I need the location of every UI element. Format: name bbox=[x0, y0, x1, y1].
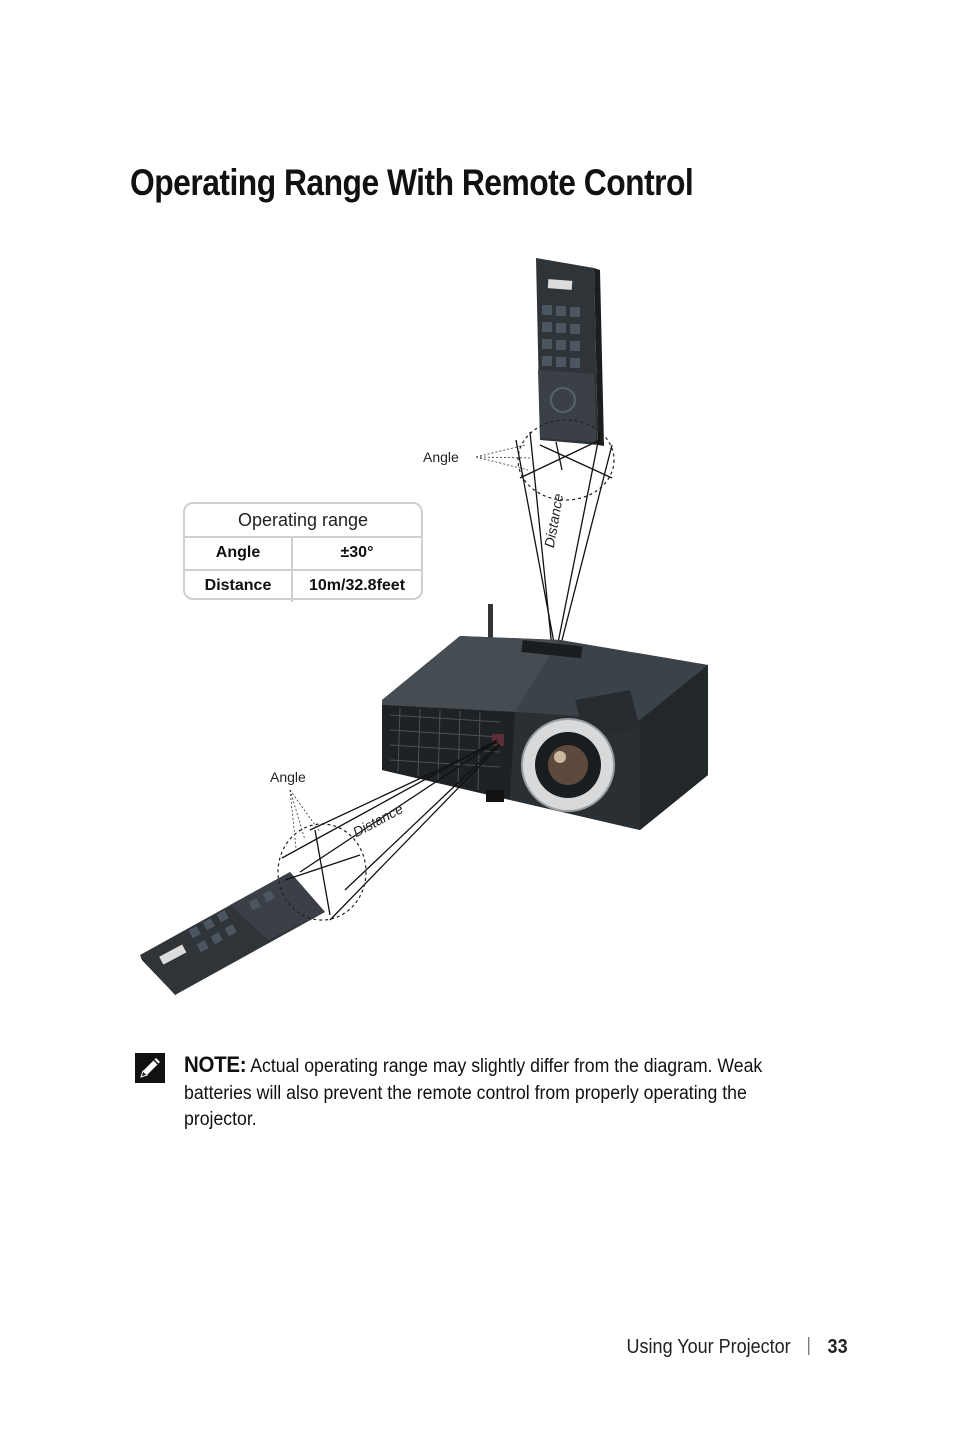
pencil-note-icon bbox=[135, 1053, 165, 1083]
remote-range-diagram bbox=[140, 258, 708, 998]
table-row: Angle ±30° bbox=[185, 538, 421, 569]
top-remote-image bbox=[536, 258, 604, 446]
footer-divider bbox=[809, 1337, 810, 1355]
table-row: Distance 10m/32.8feet bbox=[185, 569, 421, 602]
operating-range-table: Operating range Angle ±30° Distance 10m/… bbox=[183, 502, 423, 602]
projector-image bbox=[382, 604, 708, 830]
top-angle-ellipse bbox=[517, 419, 615, 501]
top-beam-lines bbox=[515, 431, 613, 649]
page-footer: Using Your Projector 33 bbox=[627, 1336, 848, 1359]
row-label: Distance bbox=[185, 571, 293, 602]
row-value: 10m/32.8feet bbox=[308, 577, 406, 594]
bottom-angle-pointers bbox=[289, 789, 321, 849]
row-value: ±30° bbox=[340, 544, 374, 561]
bottom-beam-lines bbox=[281, 739, 501, 921]
note-label: NOTE: bbox=[184, 1052, 247, 1077]
top-angle-pointers bbox=[475, 444, 531, 471]
bottom-angle-label: Angle bbox=[270, 769, 306, 785]
note-paragraph: NOTE: Actual operating range may slightl… bbox=[184, 1052, 789, 1134]
table-caption: Operating range bbox=[185, 504, 421, 538]
top-angle-label: Angle bbox=[423, 449, 459, 465]
page-number: 33 bbox=[827, 1336, 848, 1358]
bottom-remote-image bbox=[140, 872, 325, 998]
note-text: Actual operating range may slightly diff… bbox=[184, 1056, 763, 1130]
footer-section: Using Your Projector bbox=[626, 1336, 792, 1358]
page-title: Operating Range With Remote Control bbox=[130, 162, 694, 203]
row-label: Angle bbox=[185, 538, 293, 569]
